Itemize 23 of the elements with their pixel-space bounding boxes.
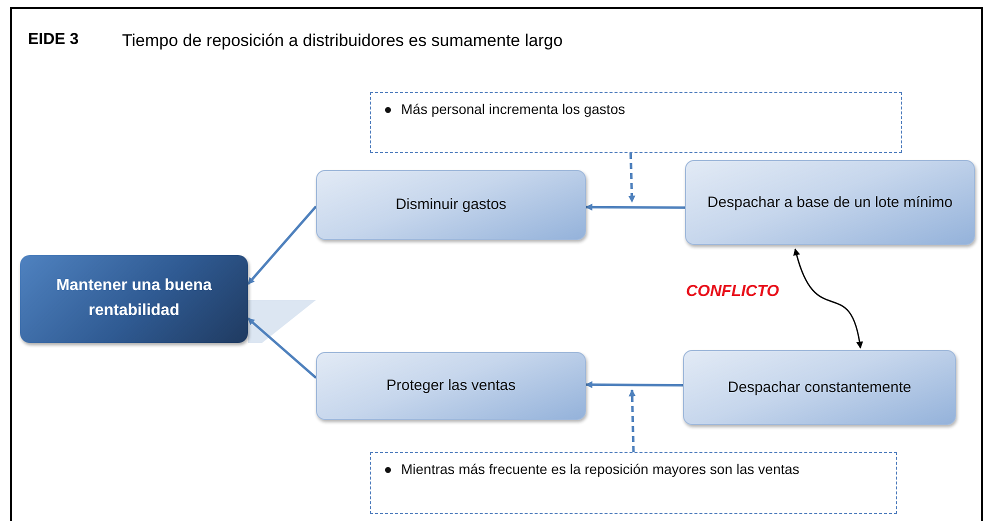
arrow <box>794 248 863 349</box>
note-box <box>370 452 897 514</box>
arrow <box>628 152 636 203</box>
note-box <box>370 92 902 153</box>
process-box <box>316 170 586 240</box>
arrow <box>585 381 683 388</box>
process-box <box>316 352 586 420</box>
node-text: Mantener una buena rentabilidad <box>55 276 213 321</box>
node-text: Disminuir gastos <box>396 195 506 216</box>
arrow <box>585 204 685 211</box>
note-text: Mientras más frecuente es la reposición mayores son las ventas <box>401 460 800 479</box>
arrow <box>628 389 636 452</box>
process-box <box>683 350 956 425</box>
note-text: Más personal incrementa los gastos <box>401 100 626 119</box>
node-text: Despachar constantemente <box>728 378 912 398</box>
arrow <box>247 317 317 379</box>
diagram-code: EIDE 3 <box>28 31 79 49</box>
node-text: Despachar a base de un lote mínimo <box>707 192 953 213</box>
process-box <box>685 160 975 245</box>
diagram-title: Tiempo de reposición a distribuidores es sumamente largo <box>122 31 563 51</box>
goal-box <box>20 255 248 343</box>
arrow <box>247 206 317 285</box>
node-text: Proteger las ventas <box>386 376 516 396</box>
